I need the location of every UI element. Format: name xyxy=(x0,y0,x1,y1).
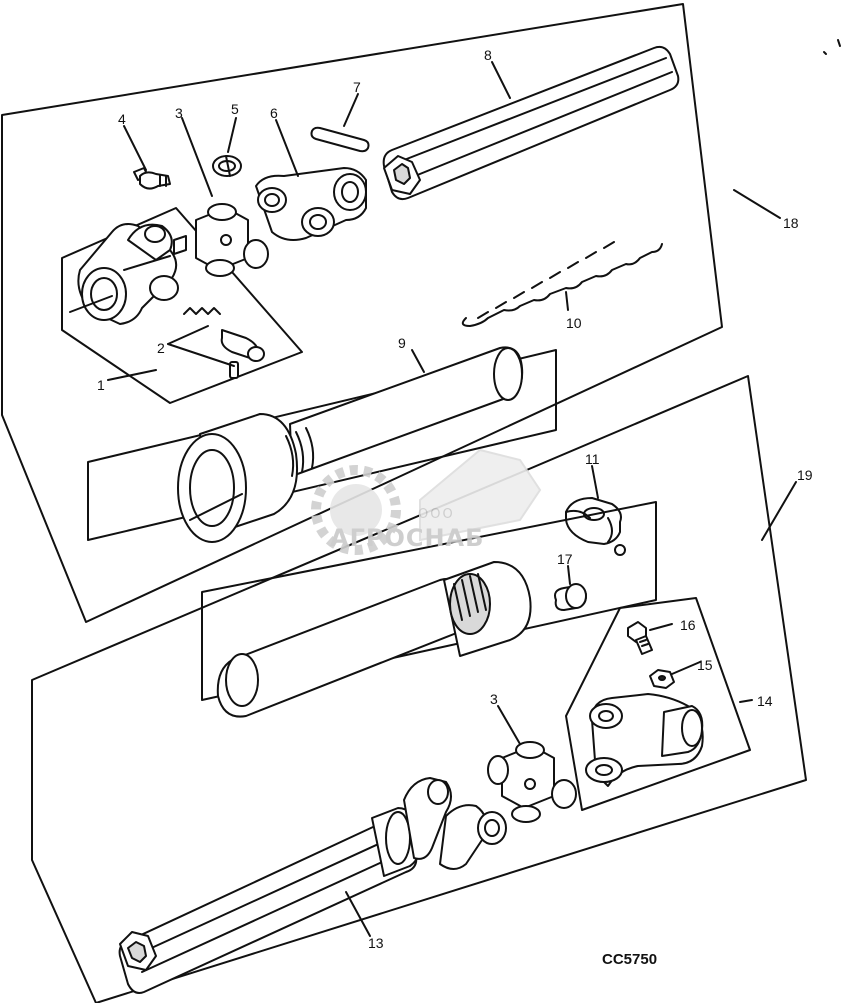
callout-8: 8 xyxy=(484,47,492,63)
callout-15: 15 xyxy=(697,657,713,673)
edge-marks xyxy=(824,40,840,54)
callout-3: 3 xyxy=(175,105,183,121)
watermark-text: АГРОСНАБ xyxy=(330,524,484,552)
part-3-cross-journal-lower xyxy=(488,742,576,822)
part-17-bolt xyxy=(555,584,586,610)
subgroup-box-14 xyxy=(566,598,750,810)
part-2-pin-spring xyxy=(184,308,264,378)
callout-11: 11 xyxy=(585,451,600,467)
callout-16: 16 xyxy=(680,617,696,633)
callout-6: 6 xyxy=(270,105,278,121)
callout-13: 13 xyxy=(368,935,384,951)
part-5-snap-ring xyxy=(213,156,241,176)
part-6-outer-yoke xyxy=(256,168,366,240)
part-8-profile-tube xyxy=(384,47,679,199)
lower-assembly-panel xyxy=(32,376,806,1003)
part-13-inner-tube xyxy=(120,778,506,993)
part-10-safety-chain xyxy=(463,242,662,326)
callout-9: 9 xyxy=(398,335,406,351)
part-12-inner-guard xyxy=(202,502,656,717)
part-16-bolt xyxy=(628,622,652,654)
callout-14: 14 xyxy=(757,693,773,709)
diagram-code: CC5750 xyxy=(602,951,657,968)
callout-19: 19 xyxy=(797,467,813,483)
part-4-grease-nipple xyxy=(134,168,170,189)
callout-17: 17 xyxy=(557,551,573,567)
upper-assembly-panel xyxy=(2,4,722,622)
part-7-roll-pin xyxy=(312,128,369,151)
callout-4: 4 xyxy=(118,111,126,127)
part-14-clamp-yoke xyxy=(586,694,703,786)
part-15-nut xyxy=(650,670,674,688)
callout-18: 18 xyxy=(783,215,799,231)
watermark-prefix: ООО xyxy=(418,507,455,522)
callout-5: 5 xyxy=(231,101,239,117)
callout-3-lower: 3 xyxy=(490,691,498,707)
part-1-yoke xyxy=(70,224,178,324)
watermark-logo: ООО АГРОСНАБ xyxy=(316,450,540,552)
part-11-bearing-clip xyxy=(566,498,625,555)
callout-labels: 4 3 5 6 7 8 2 1 18 9 10 11 17 16 15 14 3… xyxy=(97,47,813,951)
callout-10: 10 xyxy=(566,315,582,331)
leader-lines xyxy=(108,62,796,936)
part-3-cross-journal-upper xyxy=(174,204,268,276)
callout-7: 7 xyxy=(353,79,361,95)
callout-1: 1 xyxy=(97,377,105,393)
part-9-guard xyxy=(88,347,556,542)
callout-2: 2 xyxy=(157,340,165,356)
